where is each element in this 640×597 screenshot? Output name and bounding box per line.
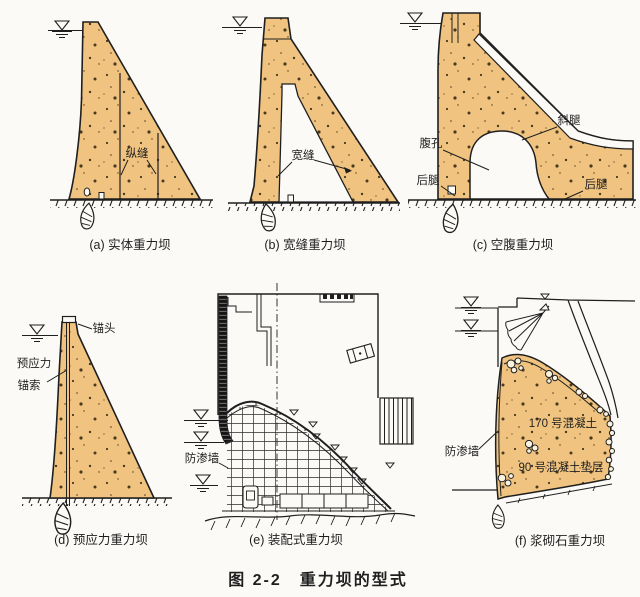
- label-leader: [218, 462, 229, 469]
- dam-body: [67, 21, 202, 200]
- radial-gate-icon: [505, 303, 550, 351]
- water-level-icon: [192, 474, 214, 493]
- gallery-opening: [287, 194, 294, 203]
- water-level-icon: [460, 319, 482, 338]
- prestress-cable: [66, 322, 70, 506]
- water-level-icon: [190, 431, 212, 450]
- block-joint-lines: [256, 294, 272, 366]
- panel-solid-gravity-dam: 纵缝 (a) 实体重力坝: [48, 20, 213, 252]
- ground-hatch: [228, 203, 400, 211]
- gallery-opening: [98, 192, 105, 200]
- water-level-icon: [26, 324, 48, 343]
- figure-title: 图 2-2 重力坝的型式: [228, 570, 408, 589]
- water-level-icon: [190, 409, 212, 428]
- gallery-machine: [242, 485, 259, 509]
- dam-outline: [217, 293, 379, 415]
- ground-hatch: [50, 200, 213, 208]
- base-block-joints: [301, 494, 347, 508]
- label-leader: [46, 323, 93, 383]
- cap-speckles: [239, 403, 371, 489]
- panel-masonry-gravity-dam: 170 号混凝土 90 号混凝土垫层 防渗墙 (f) 浆砌石重力坝: [445, 293, 636, 548]
- slope-marker-icon: [308, 421, 318, 428]
- crest-structure-lines: [451, 13, 459, 43]
- panel-prestressed-gravity-dam: 锚头 预应力 锚索 (d) 预应力重力坝: [17, 315, 172, 547]
- label-leader: [478, 431, 498, 450]
- water-level-icon: [229, 16, 251, 35]
- gallery-machine-inner: [246, 490, 255, 501]
- label-belly-opening: 腹孔: [420, 136, 443, 150]
- caption-panel-f: (f) 浆砌石重力坝: [515, 533, 605, 548]
- caption-panel-d: (d) 预应力重力坝: [54, 532, 148, 547]
- crest-marker-icon: [540, 293, 550, 300]
- downstream-band-inner: [567, 299, 612, 416]
- slope-marker-icon: [289, 409, 299, 416]
- slope-marker-icon: [385, 462, 395, 469]
- caption-panel-e: (e) 装配式重力坝: [249, 532, 343, 547]
- cushion-hatch: [517, 485, 596, 504]
- dam-body: [49, 321, 156, 499]
- cutoff-wall-line: [498, 361, 503, 497]
- leader-arrowhead: [344, 167, 352, 174]
- label-rear-leg-left: 后腿: [417, 174, 440, 187]
- crest-outline: [497, 297, 636, 367]
- foundation-hatch: [210, 512, 396, 531]
- panel-wide-slot-gravity-dam: 宽缝 (b) 宽缝重力坝: [222, 16, 400, 252]
- caption-panel-b: (b) 宽缝重力坝: [264, 237, 345, 252]
- caption-panel-c: (c) 空腹重力坝: [473, 237, 554, 252]
- label-prestress-2: 锚索: [18, 378, 41, 392]
- downstream-band-outer: [577, 300, 619, 419]
- cutoff-anchor-bulb: [491, 504, 505, 529]
- caption-panel-a: (a) 实体重力坝: [89, 237, 170, 252]
- label-leader: [277, 159, 351, 177]
- wide-slot-opening: [278, 83, 355, 203]
- inclined-leg-gap: [473, 33, 634, 150]
- panel-prefabricated-gravity-dam: 防渗墙 (e) 装配式重力坝: [184, 283, 416, 547]
- water-level-icon: [404, 12, 426, 31]
- label-concrete-cushion-90: 90 号混凝土垫层: [519, 460, 604, 474]
- label-concrete-170: 170 号混凝土: [529, 416, 597, 430]
- foundation-line: [204, 512, 416, 522]
- downstream-striped-block: [379, 397, 414, 445]
- gallery-opening: [83, 187, 91, 197]
- crest-comb-teeth: [323, 294, 353, 299]
- label-cutoff-wall: 防渗墙: [445, 444, 480, 458]
- cable-anchor-bulb: [53, 501, 73, 536]
- label-leader: [120, 159, 157, 176]
- label-longitudinal-joint: 纵缝: [126, 146, 149, 160]
- ground-hatch: [22, 498, 172, 506]
- ground-hatch: [408, 200, 636, 208]
- anchor-head-block: [61, 315, 77, 324]
- stone-clusters: [497, 357, 616, 487]
- label-cutoff-wall: 防渗墙: [185, 451, 220, 465]
- gallery-box: [261, 496, 274, 506]
- label-wide-slot: 宽缝: [292, 148, 315, 162]
- label-rear-leg-right: 后腿: [585, 178, 608, 191]
- water-level-icon: [51, 20, 73, 39]
- slope-cap-inner: [226, 406, 389, 512]
- label-anchor-head: 锚头: [93, 321, 116, 335]
- label-leader: [440, 126, 584, 200]
- water-level-icon: [460, 296, 482, 315]
- label-inclined-leg: 斜腿: [558, 114, 581, 127]
- label-prestress-1: 预应力: [17, 356, 52, 370]
- panel-hollow-gravity-dam: 腹孔 斜腿 后腿 后腿 (c) 空腹重力坝: [400, 12, 636, 252]
- belly-opening: [469, 130, 551, 200]
- crest-step-lines: [227, 297, 252, 313]
- longitudinal-joints: [119, 73, 159, 199]
- precast-block-lifted: [346, 342, 376, 364]
- gallery-opening: [447, 185, 456, 195]
- dam-body: [494, 353, 612, 500]
